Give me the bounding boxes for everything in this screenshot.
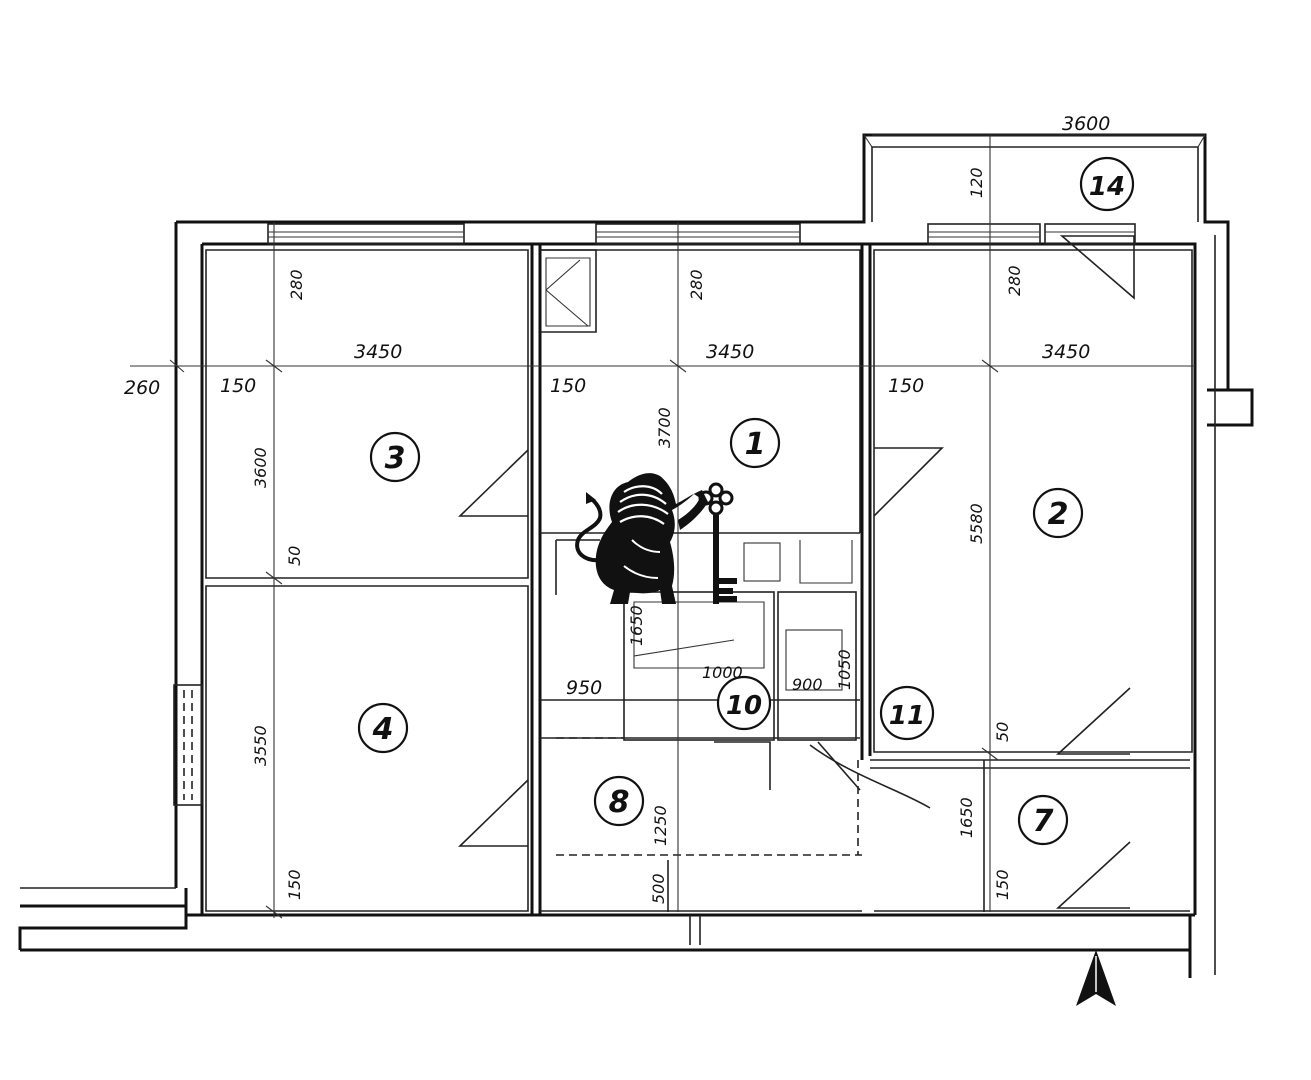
- dim-1000: 1000: [702, 663, 743, 682]
- dim-150-bottom-left: 150: [285, 869, 304, 900]
- balcony: [863, 134, 1206, 222]
- dim-1050: 1050: [835, 649, 854, 690]
- room-2-label: 2: [1048, 497, 1069, 532]
- dim-height-5580: 5580: [967, 503, 986, 544]
- dim-3450-middle: 3450: [706, 341, 754, 363]
- dim-height-3600: 3600: [251, 447, 270, 488]
- room-4-label: 4: [372, 712, 394, 747]
- dim-1650-room7: 1650: [957, 797, 976, 838]
- dim-150-bottom-right: 150: [993, 869, 1012, 900]
- room-3-label: 3: [385, 441, 406, 476]
- dimension-lines: [130, 134, 1205, 919]
- dim-wall-260: 260: [124, 377, 160, 399]
- dimension-labels: 3600 120 260 280 280 280 3450 3450 3450 …: [124, 113, 1110, 904]
- room-1-label: 1: [745, 427, 766, 462]
- door-swings: [458, 235, 1135, 909]
- room-labels: 3 1 2 4 8 10 11 7 14: [357, 156, 1135, 846]
- room-10-label: 10: [726, 691, 762, 721]
- dim-950: 950: [566, 677, 602, 699]
- dim-280-middle: 280: [687, 269, 706, 300]
- dim-50-right: 50: [993, 722, 1012, 742]
- dim-3450-left: 3450: [354, 341, 402, 363]
- lion-with-key-logo: [575, 473, 737, 604]
- room-11-label: 11: [889, 701, 925, 731]
- dim-1650-kitchen: 1650: [627, 605, 646, 646]
- north-arrow-icon: [1076, 950, 1116, 1006]
- dim-50-left: 50: [285, 546, 304, 566]
- dim-500: 500: [649, 873, 668, 904]
- windows: [173, 223, 1136, 806]
- dim-150-left: 150: [220, 375, 256, 397]
- dim-150-right: 150: [888, 375, 924, 397]
- dim-height-3550: 3550: [251, 725, 270, 766]
- room-14-label: 14: [1089, 172, 1125, 202]
- interior-walls: [205, 244, 1193, 915]
- dim-150-middle: 150: [550, 375, 586, 397]
- room-8-label: 8: [609, 785, 630, 820]
- dim-height-3700: 3700: [655, 407, 674, 448]
- room-7-label: 7: [1033, 804, 1054, 839]
- dim-1250: 1250: [651, 805, 670, 846]
- dim-balcony-width: 3600: [1062, 113, 1110, 135]
- dim-900: 900: [792, 675, 823, 694]
- dim-3450-right: 3450: [1042, 341, 1090, 363]
- dim-balcony-depth: 120: [967, 167, 986, 198]
- dim-280-left: 280: [287, 269, 306, 300]
- dim-280-right: 280: [1005, 265, 1024, 296]
